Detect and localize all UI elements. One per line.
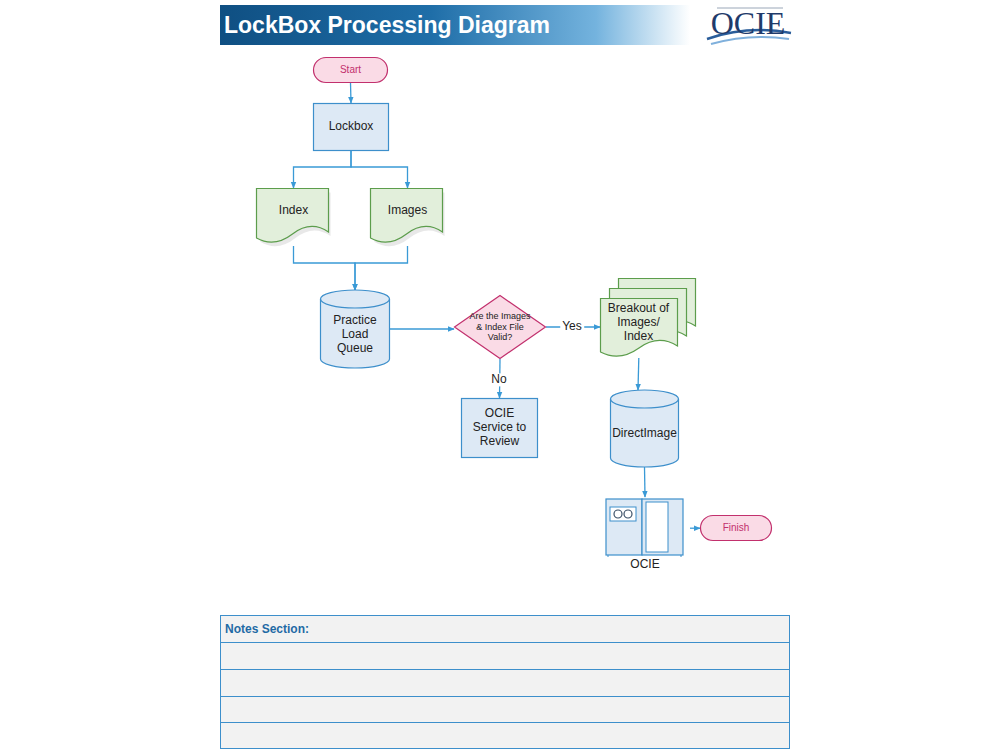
box-outline [314,104,389,151]
node-content: Are the Images & Index File Valid? [468,307,532,347]
node-content: Index [260,190,327,232]
diagram-title: LockBox Processing Diagram [224,5,550,45]
notes-row [221,722,789,723]
edge-label: No [489,373,508,386]
diamond-outline [455,296,546,359]
notes-heading: Notes Section: [225,617,525,641]
document-shape: Images [370,188,445,246]
node-content: Breakout of Images/ Index [602,298,675,348]
multi-document-shape: Breakout of Images/ Index [600,278,697,358]
node-content: Practice Load Queue [323,306,387,364]
document-outline [601,299,678,357]
node-content: Start [317,57,384,83]
node-text: OCIE [630,558,659,572]
node-text: Index [279,204,308,218]
decision-diamond: Are the Images & Index File Valid? [454,295,546,359]
node-content: OCIE Service to Review [464,400,535,456]
finish-terminator: Finish [700,515,772,541]
process-box: OCIE Service to Review [461,398,538,458]
title-bar: LockBox Processing Diagram [220,5,690,45]
document-outline [257,189,329,243]
cylinder-body [321,290,390,368]
cylinder-rim [611,399,679,408]
connector-arrow [637,358,639,390]
tape-reel [624,510,632,518]
node-content: Lockbox [317,105,385,149]
node-text: Are the Images & Index File Valid? [468,311,532,342]
connector-arrow [644,467,646,497]
cylinder-rim [321,299,390,308]
connector-arrow [351,151,408,188]
node-text: Finish [723,522,750,534]
connector-arrow [690,528,700,529]
connector-arrow [390,328,454,329]
process-box: Lockbox [313,103,389,151]
notes-row [221,642,789,643]
node-content: Images [374,190,441,232]
node-content: DirectImage [612,404,677,463]
terminator-outline [314,58,388,83]
notes-row [221,696,789,697]
cylinder-body [611,390,679,467]
server-icon: OCIE [600,497,690,573]
server-cabinet [642,499,683,555]
node-content: Finish [704,515,768,541]
document-shape: Index [256,188,331,246]
database-cylinder: DirectImage [610,390,679,467]
node-text: OCIE Service to Review [464,407,535,448]
node-text: DirectImage [612,427,677,441]
edge-label: Yes [560,320,584,333]
notes-row [221,669,789,670]
tape-drive [610,507,636,521]
connector-arrow [355,246,408,290]
server-door [646,502,668,552]
logo-text: OCIE [705,3,791,43]
node-text: Start [340,64,361,76]
server-cabinet [606,499,642,555]
start-terminator: Start [313,57,388,83]
node-text: Lockbox [329,120,374,134]
node-text: Practice Load Queue [323,314,387,355]
terminator-outline [701,516,772,541]
connector-arrow [294,246,356,290]
server-foot [608,555,609,557]
document-outline [371,189,443,243]
node-content: OCIE [600,557,690,573]
tape-reel [614,510,622,518]
connector-arrow [294,151,352,188]
connector-arrow [350,83,352,103]
node-text: Images [388,204,427,218]
box-outline [462,399,538,458]
server-foot [681,555,682,557]
node-text: Breakout of Images/ Index [602,302,675,343]
database-cylinder: Practice Load Queue [320,290,390,368]
